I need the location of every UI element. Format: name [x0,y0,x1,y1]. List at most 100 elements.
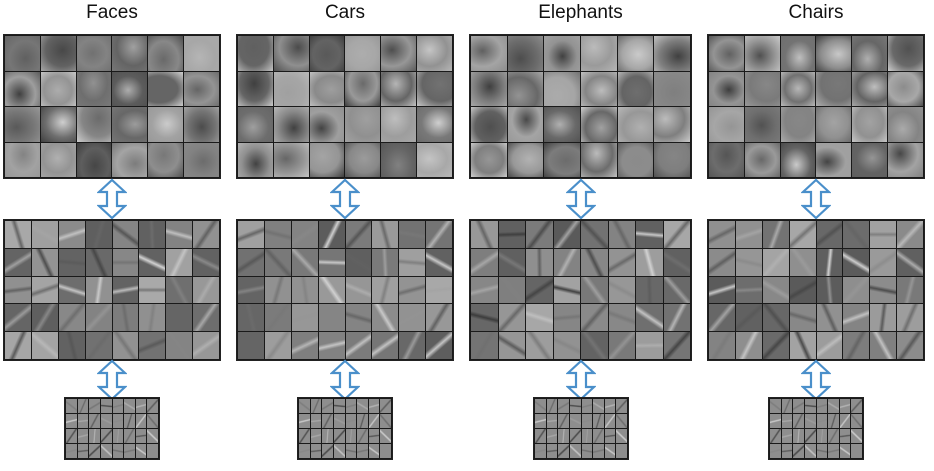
feature-patch [380,399,391,413]
feature-patch [793,414,804,428]
feature-patch [471,304,498,332]
feature-patch [112,107,148,142]
feature-patch [804,414,816,428]
feature-patch [735,332,762,359]
double-arrow-icon [97,178,127,220]
feature-patch [381,71,417,106]
feature-patch [333,414,345,428]
feature-patch [581,142,617,177]
feature-patch [654,71,690,106]
feature-patch [299,444,310,458]
feature-patch [85,221,112,248]
feature-patch [526,304,553,332]
feature-patch [345,304,372,332]
feature-patch [318,221,345,248]
top-layer-grid [236,34,454,179]
feature-patch [851,444,862,458]
feature-patch [100,444,112,458]
middle-layer-grid [469,219,692,361]
feature-patch [417,142,452,177]
feature-patch [264,276,291,304]
feature-patch [544,142,580,177]
feature-patch [617,71,654,106]
feature-patch [309,142,345,177]
feature-patch [616,414,627,428]
feature-patch [535,429,546,443]
feature-patch [66,414,77,428]
feature-patch [852,36,888,71]
feature-patch [735,304,762,332]
feature-patch [238,36,273,71]
feature-patch [193,304,219,332]
feature-patch [762,248,789,276]
feature-patch [663,304,690,332]
feature-patch [309,107,345,142]
feature-patch [89,444,100,458]
feature-patch [124,414,135,428]
feature-patch [843,304,870,332]
feature-patch [851,399,862,413]
feature-patch [581,429,593,443]
feature-patch [399,304,426,332]
feature-patch [770,444,781,458]
feature-patch [636,304,663,332]
feature-patch [417,107,452,142]
feature-patch [238,221,264,248]
feature-patch [184,142,219,177]
feature-patch [852,107,888,142]
feature-patch [762,276,789,304]
feature-patch [318,332,345,359]
double-arrow-icon [566,178,596,220]
feature-patch [345,332,372,359]
feature-patch [112,399,124,413]
feature-patch [166,304,193,332]
feature-patch [148,142,184,177]
feature-patch [273,71,309,106]
feature-patch [426,304,452,332]
feature-patch [112,36,148,71]
feature-patch [498,332,525,359]
feature-patch [526,248,553,276]
feature-patch [780,71,816,106]
feature-patch [333,429,345,443]
feature-patch [897,221,923,248]
feature-patch [569,444,581,458]
feature-patch [291,221,318,248]
feature-patch [273,142,309,177]
column-title: Elephants [538,2,623,23]
feature-patch [617,142,654,177]
feature-patch [654,107,690,142]
feature-patch [604,444,616,458]
feature-patch [31,304,58,332]
feature-patch [238,332,264,359]
feature-patch [636,221,663,248]
feature-patch [299,399,310,413]
feature-patch [368,429,380,443]
feature-patch [112,71,148,106]
column-faces: Faces [3,0,221,471]
feature-patch [299,429,310,443]
feature-patch [238,304,264,332]
feature-patch [558,399,569,413]
feature-patch [789,248,816,276]
feature-patch [124,444,135,458]
feature-patch [581,414,593,428]
feature-patch [735,276,762,304]
feature-patch [135,414,147,428]
feature-patch [166,332,193,359]
feature-patch [793,399,804,413]
feature-patch [471,276,498,304]
feature-patch [735,221,762,248]
feature-patch [816,332,843,359]
feature-patch [66,399,77,413]
feature-patch [709,332,735,359]
feature-patch [166,248,193,276]
feature-patch [76,36,112,71]
feature-patch [124,399,135,413]
feature-patch [507,142,544,177]
feature-patch [345,399,357,413]
column-cars: Cars [236,0,454,471]
feature-patch [58,248,85,276]
feature-patch [417,71,452,106]
feature-patch [135,429,147,443]
